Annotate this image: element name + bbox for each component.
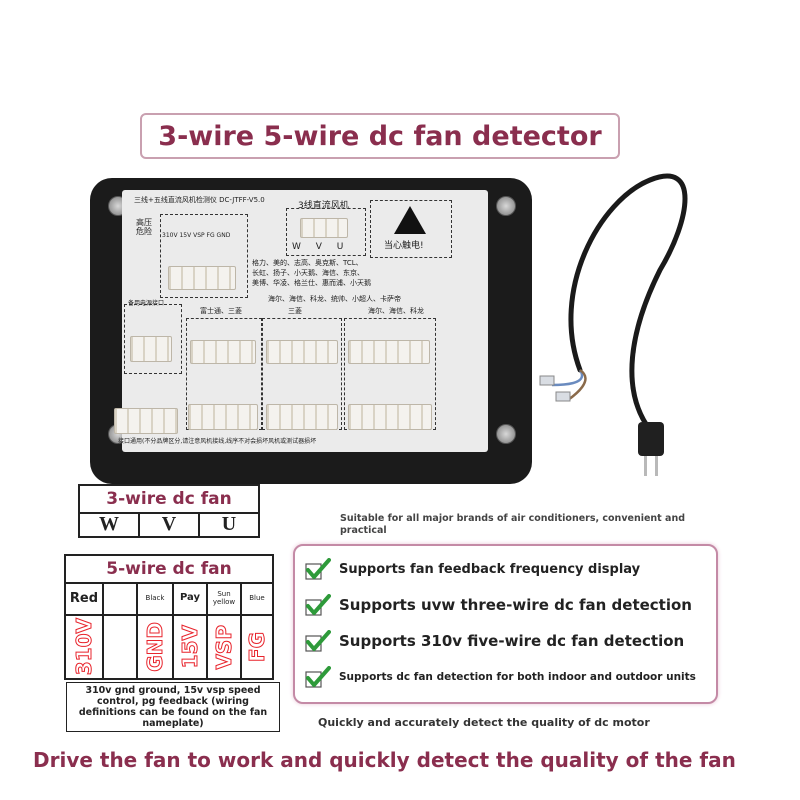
connector-b1 [188,404,258,430]
pin-310v: 310V [72,618,97,676]
checkmark-icon [305,558,331,580]
pin-15v: 15V [178,625,203,669]
checkmark-icon [305,594,331,616]
feature-text: Supports dc fan detection for both indoo… [339,671,696,683]
device-model-label: 三线+五线直流风机检测仪 DC-JTFF-V5.0 [134,196,265,204]
feature-item: Supports uvw three-wire dc fan detection [305,594,692,616]
spare-connector [130,336,172,362]
brand-group-3: 海尔、海信、科龙 [368,307,424,315]
feature-item: Supports 310v five-wire dc fan detection [305,630,684,652]
connector-b2 [266,404,338,430]
warning-text: 当心触电! [384,241,424,251]
power-cable-drawing [539,173,688,476]
top-connector-frame [286,208,366,256]
pin-fg: FG [245,631,270,663]
pin-v-cell: V [140,512,200,536]
pin-w-cell: W [80,512,140,536]
title-banner: 3-wire 5-wire dc fan detector [140,113,620,159]
color-sun-yellow-label: Sun yellow [212,590,236,606]
wiring-note: 310v gnd ground, 15v vsp speed control, … [66,682,280,732]
spare-power-label: 备用电源接口 [128,300,165,307]
device-bottom-note: 接口通用(不分品牌区分,请注意风机接线,线序不对会损坏风机或测试器损坏 [118,438,317,445]
connector-a3 [348,340,430,364]
checkmark-icon [305,630,331,652]
power-cable [539,160,780,490]
three-wire-table-row: W V U [80,512,258,536]
quick-detect-text: Quickly and accurately detect the qualit… [318,716,650,729]
color-black-label: Black [145,594,165,602]
pin-gnd: GND [143,622,168,673]
connector-b0 [114,408,178,434]
top-pin-labels: W V U [292,242,350,252]
connector-b3 [348,404,432,430]
warning-frame [370,200,452,258]
feature-item: Supports fan feedback frequency display [305,558,640,580]
bottom-tagline: Drive the fan to work and quickly detect… [33,748,736,772]
left-connector-frame [160,214,248,298]
color-pay-label: Pay [179,592,201,603]
suitable-text: Suitable for all major brands of air con… [340,513,686,536]
color-blue-label: Blue [249,594,265,602]
brands-line-3: 美博、华凌、格兰仕、惠而浦、小天鹅 [252,279,371,287]
five-wire-connector [168,266,236,290]
feature-text: Supports 310v five-wire dc fan detection [339,632,685,650]
spare-connector-frame [124,304,182,374]
brands-line-2: 长虹、扬子、小天鹅、海信、东京、 [252,269,364,277]
features-box: Supports fan feedback frequency display … [293,544,718,704]
page-title: 3-wire 5-wire dc fan detector [158,120,602,152]
three-wire-table-header: 3-wire dc fan [80,486,258,514]
screw-icon [496,424,516,444]
brand-group-1: 富士通、三菱 [200,307,242,315]
feature-item: Supports dc fan detection for both indoo… [305,666,696,688]
five-wire-table: 5-wire dc fan Red Black Pay Sun yellow B… [64,554,274,680]
top-connector-label: 3线直流风机 [298,201,349,211]
five-wire-pin-row: 310V GND 15V VSP FG [66,614,272,680]
connector-a2 [266,340,338,364]
connector-a1 [190,340,256,364]
brand-group-2: 三菱 [288,307,302,315]
checkmark-icon [305,666,331,688]
color-red-label: Red [69,590,99,606]
five-wire-table-header: 5-wire dc fan [66,556,272,584]
left-pin-labels: 310V 15V VSP FG GND [162,232,231,239]
brands-line-4: 海尔、海信、科龙、统帅、小超人、卡萨帝 [268,295,401,303]
five-wire-color-row: Red Black Pay Sun yellow Blue [66,582,272,616]
brands-line-1: 格力、美的、志高、奥克斯、TCL、 [252,259,363,267]
high-voltage-label: 高压危险 [136,218,152,236]
feature-text: Supports fan feedback frequency display [339,561,641,577]
three-wire-connector [300,218,348,238]
three-wire-table: 3-wire dc fan W V U [78,484,260,538]
feature-text: Supports uvw three-wire dc fan detection [339,596,692,614]
warning-icon [394,206,426,234]
pin-vsp: VSP [212,624,237,670]
pin-u-cell: U [221,512,237,535]
screw-icon [496,196,516,216]
